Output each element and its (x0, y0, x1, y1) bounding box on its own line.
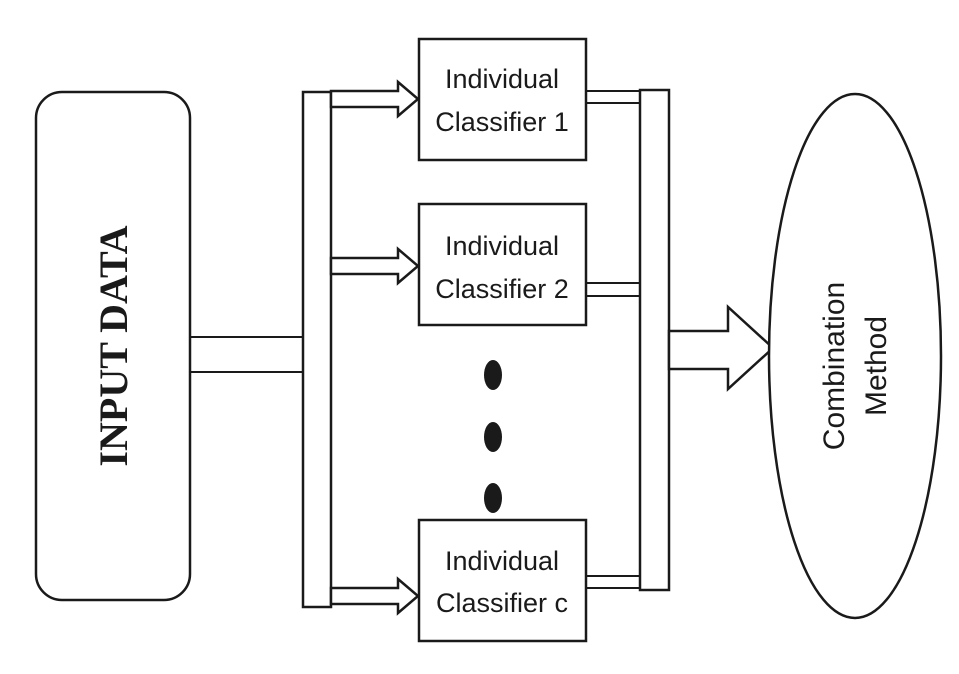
ellipsis-dots (484, 360, 502, 513)
classifier-1-connector (586, 90, 641, 104)
distribution-bar (301, 90, 333, 609)
arrow-to-classifier-2 (329, 246, 420, 286)
combination-method-ellipse: Combination Method (767, 92, 943, 620)
combination-label-line1: Combination (818, 282, 851, 450)
classifier-box-c: Individual Classifier c (417, 518, 588, 643)
input-data-label: INPUT DATA (91, 225, 136, 466)
input-data-block: INPUT DATA (34, 90, 192, 602)
classifier-1-line2: Classifier 1 (435, 107, 569, 137)
input-connector (190, 336, 304, 373)
combination-label-line2: Method (860, 316, 893, 416)
classifier-2-line2: Classifier 2 (435, 274, 569, 304)
classifier-1-line1: Individual (445, 64, 559, 94)
arrow-to-classifier-1 (329, 79, 420, 119)
classifier-c-line2: Classifier c (436, 588, 568, 618)
arrow-to-combination (667, 304, 775, 392)
collection-bar (638, 88, 671, 592)
classifier-c-line1: Individual (445, 546, 559, 576)
classifier-2-connector (586, 282, 641, 297)
classifier-box-2: Individual Classifier 2 (417, 202, 588, 327)
classifier-2-line1: Individual (445, 231, 559, 261)
arrow-to-classifier-c (329, 576, 420, 616)
classifier-c-connector (586, 575, 641, 589)
classifier-box-1: Individual Classifier 1 (417, 37, 588, 162)
